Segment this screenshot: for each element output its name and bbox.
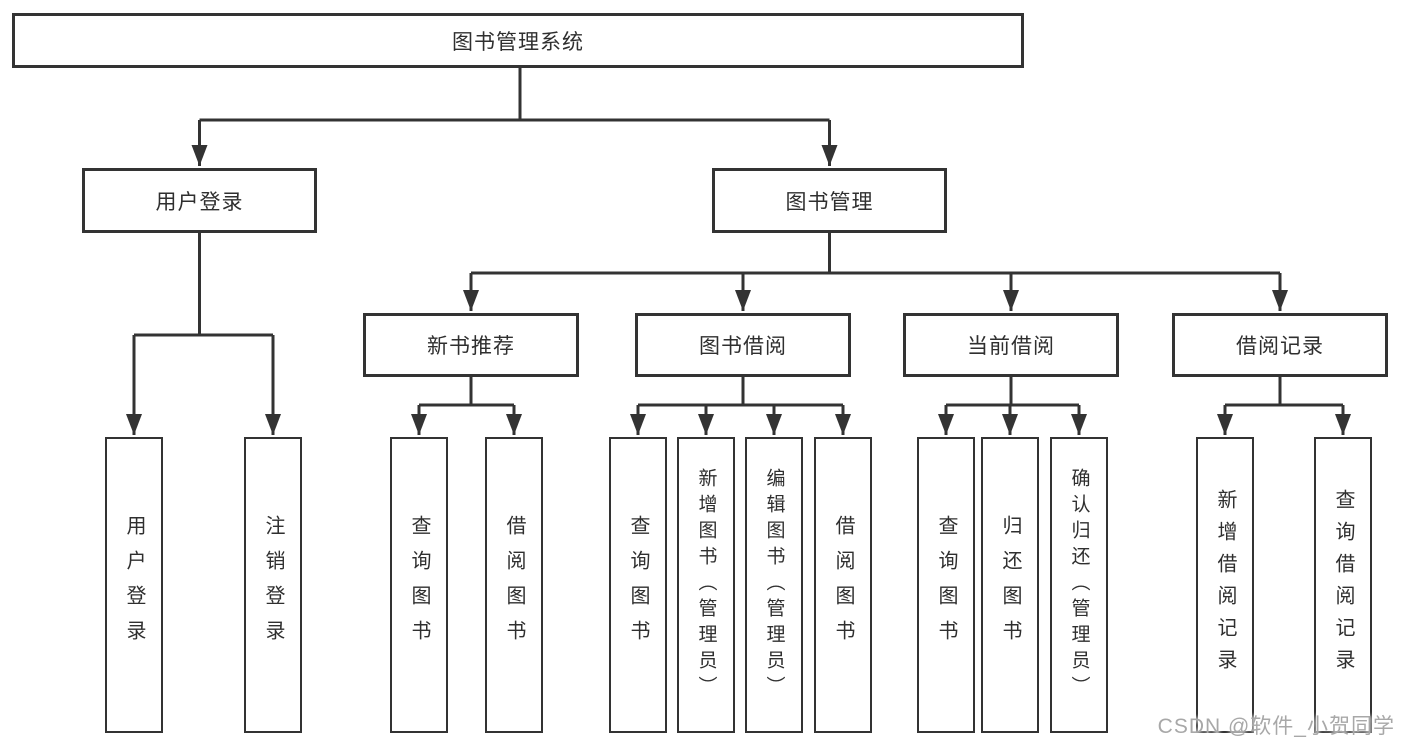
leaf-confirm-return-admin: 确认归还（管理员） bbox=[1050, 437, 1108, 733]
leaf-borrow-books-recommend-label: 借阅图书 bbox=[503, 515, 525, 655]
leaf-query-books-recommend: 查询图书 bbox=[390, 437, 448, 733]
leaf-query-books-recommend-label: 查询图书 bbox=[408, 515, 430, 655]
leaf-query-books-borrowing-label: 查询图书 bbox=[627, 515, 649, 655]
leaf-logout-label: 注销登录 bbox=[262, 515, 284, 655]
leaf-query-borrow-record: 查询借阅记录 bbox=[1314, 437, 1372, 733]
leaf-borrow-books-recommend: 借阅图书 bbox=[485, 437, 543, 733]
connector-bookmgmt-to-level3 bbox=[463, 233, 1288, 311]
leaf-edit-book-admin: 编辑图书（管理员） bbox=[745, 437, 803, 733]
leaf-query-books-current: 查询图书 bbox=[917, 437, 975, 733]
leaf-add-borrow-record: 新增借阅记录 bbox=[1196, 437, 1254, 733]
node-book-management-label: 图书管理 bbox=[785, 190, 874, 214]
connector-current-to-leaves bbox=[938, 377, 1087, 435]
connector-borrow-to-leaves bbox=[630, 377, 851, 435]
node-user-login-label: 用户登录 bbox=[155, 190, 244, 214]
connector-newrec-to-leaves bbox=[411, 377, 522, 435]
connector-records-to-leaves bbox=[1217, 377, 1351, 435]
leaf-add-borrow-record-label: 新增借阅记录 bbox=[1214, 489, 1236, 681]
leaf-query-borrow-record-label: 查询借阅记录 bbox=[1332, 489, 1354, 681]
node-user-login: 用户登录 bbox=[82, 168, 317, 233]
node-book-borrowing-label: 图书借阅 bbox=[699, 335, 787, 358]
leaf-user-login: 用户登录 bbox=[105, 437, 163, 733]
leaf-borrow-books-borrowing: 借阅图书 bbox=[814, 437, 872, 733]
node-current-borrowing: 当前借阅 bbox=[903, 313, 1119, 377]
leaf-borrow-books-borrowing-label: 借阅图书 bbox=[832, 515, 854, 655]
leaf-query-books-current-label: 查询图书 bbox=[935, 515, 957, 655]
leaf-edit-book-admin-label: 编辑图书（管理员） bbox=[763, 468, 785, 702]
node-book-management: 图书管理 bbox=[712, 168, 947, 233]
leaf-confirm-return-admin-label: 确认归还（管理员） bbox=[1068, 468, 1090, 702]
leaf-return-book: 归还图书 bbox=[981, 437, 1039, 733]
leaf-add-book-admin-label: 新增图书（管理员） bbox=[695, 468, 717, 702]
node-borrowing-records-label: 借阅记录 bbox=[1236, 335, 1324, 358]
connector-userlogin-to-leaves bbox=[126, 233, 281, 435]
leaf-logout: 注销登录 bbox=[244, 437, 302, 733]
node-root-label: 图书管理系统 bbox=[452, 30, 584, 54]
csdn-watermark: CSDN @软件_小贺同学 bbox=[1157, 715, 1395, 738]
node-new-book-recommend-label: 新书推荐 bbox=[427, 335, 515, 358]
node-new-book-recommend: 新书推荐 bbox=[363, 313, 579, 377]
leaf-query-books-borrowing: 查询图书 bbox=[609, 437, 667, 733]
leaf-add-book-admin: 新增图书（管理员） bbox=[677, 437, 735, 733]
node-book-borrowing: 图书借阅 bbox=[635, 313, 851, 377]
leaf-user-login-label: 用户登录 bbox=[123, 515, 145, 655]
connector-root-to-level2 bbox=[191, 68, 838, 166]
node-root: 图书管理系统 bbox=[12, 13, 1024, 68]
leaf-return-book-label: 归还图书 bbox=[999, 515, 1021, 655]
node-current-borrowing-label: 当前借阅 bbox=[967, 335, 1055, 358]
node-borrowing-records: 借阅记录 bbox=[1172, 313, 1388, 377]
